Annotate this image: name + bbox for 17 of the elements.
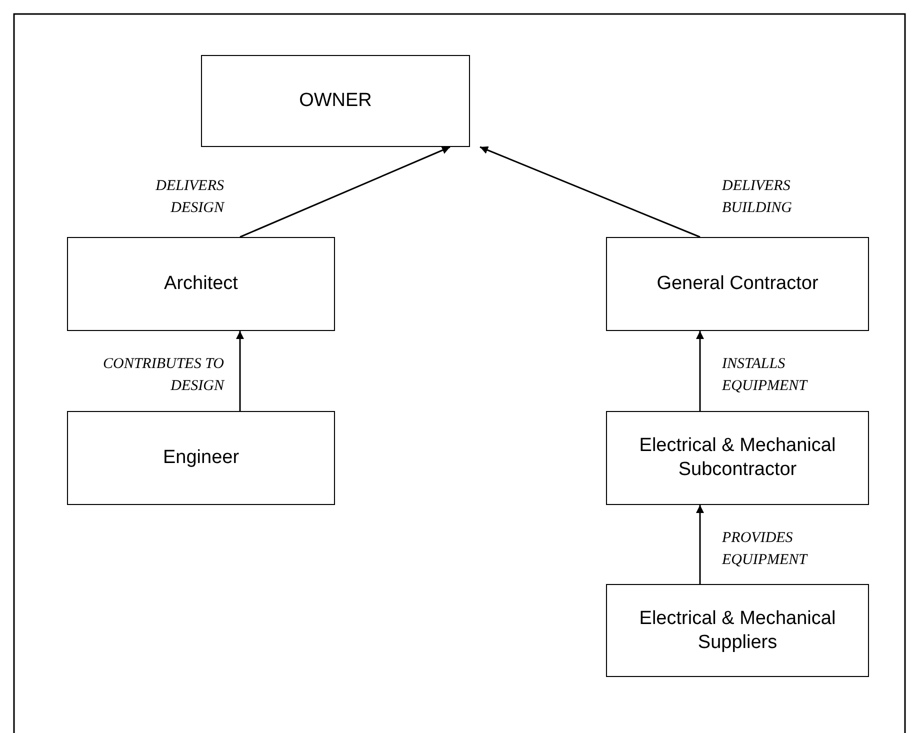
box-label: Architect [163,272,239,296]
process-box [67,237,335,331]
arrow [240,146,450,238]
process-box [606,411,869,505]
arrow [696,331,704,411]
arrow [696,505,704,584]
process-box [606,584,869,677]
box-label: Electrical & Mechanical Subcontractor [638,434,837,482]
arrow [236,331,244,411]
box-label: General Contractor [656,272,820,296]
box-label: Engineer [162,446,240,470]
box-label: OWNER [298,89,373,113]
box-label: Electrical & Mechanical Suppliers [638,606,837,654]
arrow [480,146,700,238]
process-box [201,55,470,147]
process-box [67,411,335,505]
process-box [606,237,869,331]
